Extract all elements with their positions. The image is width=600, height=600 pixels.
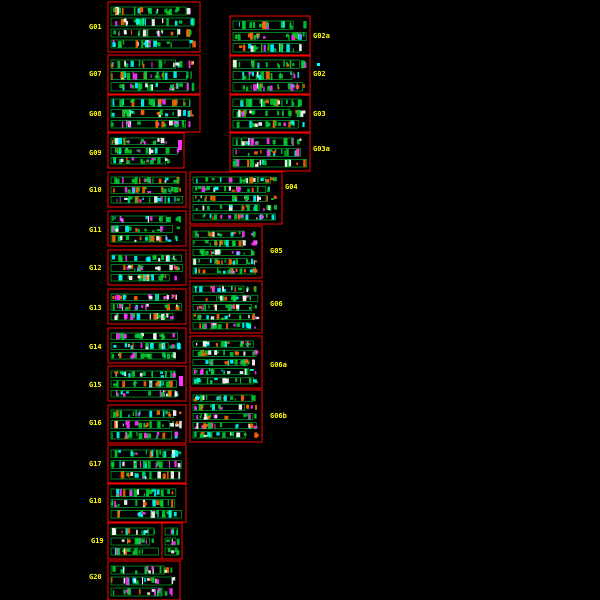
frame-g06b[interactable] <box>189 389 263 443</box>
drawing-g19b <box>164 527 180 556</box>
frame-g19b[interactable] <box>161 522 183 560</box>
frame-g20[interactable] <box>107 560 181 600</box>
drawing-g04 <box>192 176 277 221</box>
drawing-g16 <box>110 409 182 440</box>
frame-g14[interactable] <box>107 327 187 364</box>
sheet-drawings <box>110 6 320 597</box>
cyan-marker <box>317 63 320 66</box>
drawing-g02 <box>232 59 307 92</box>
frame-g08[interactable] <box>107 93 201 133</box>
drawing-g12 <box>110 254 184 282</box>
frame-g07[interactable] <box>107 54 201 96</box>
frame-g05[interactable] <box>189 225 263 279</box>
frame-g18[interactable] <box>107 483 187 523</box>
sheet-label-g06[interactable]: G06 <box>270 300 283 308</box>
drawing-g14 <box>110 332 181 360</box>
drawing-g19 <box>110 527 160 556</box>
drawing-g20 <box>110 565 176 597</box>
frame-g11[interactable] <box>107 210 187 247</box>
sheet-label-g07[interactable]: G07 <box>89 70 102 78</box>
frame-g01[interactable] <box>107 1 201 53</box>
frame-g12[interactable] <box>107 249 187 286</box>
sheet-label-g13[interactable]: G13 <box>89 304 102 312</box>
sheet-label-g14[interactable]: G14 <box>89 343 102 351</box>
drawing-g06b <box>192 394 259 439</box>
frame-g13[interactable] <box>107 288 187 325</box>
sheet-label-g06b[interactable]: G06b <box>270 412 287 420</box>
frame-g15[interactable] <box>107 365 187 402</box>
frame-g09[interactable] <box>107 132 185 169</box>
drawing-g03 <box>232 98 306 129</box>
sheet-label-g20[interactable]: G20 <box>89 573 102 581</box>
sheet-label-g01[interactable]: G01 <box>89 23 102 31</box>
drawing-g10 <box>110 176 184 204</box>
sheet-label-g08[interactable]: G08 <box>89 110 102 118</box>
sheet-label-g05[interactable]: G05 <box>270 247 283 255</box>
drawing-g18 <box>110 488 182 519</box>
frame-g06[interactable] <box>189 280 263 334</box>
sheet-label-g15[interactable]: G15 <box>89 381 102 389</box>
drawing-g03a <box>232 137 308 168</box>
sheet-frames <box>107 1 311 600</box>
sheet-labels: G01 G07 G08 G09 G10 G11 G12 G13 G14 G15 … <box>89 23 330 581</box>
frame-g16[interactable] <box>107 404 187 444</box>
drawing-g05 <box>192 230 258 275</box>
sheet-label-g06a[interactable]: G06a <box>270 361 287 369</box>
frame-g02[interactable] <box>229 54 311 96</box>
drawing-g08 <box>110 98 194 129</box>
drawing-g01 <box>110 6 196 49</box>
sheet-label-g19[interactable]: G19 <box>91 537 104 545</box>
magenta-marker-1 <box>178 140 182 150</box>
drawing-g06a <box>192 340 259 385</box>
magenta-marker-2 <box>179 376 183 386</box>
sheet-label-g03a[interactable]: G03a <box>313 145 330 153</box>
frame-g02a[interactable] <box>229 15 311 57</box>
sheet-label-g18[interactable]: G18 <box>89 497 102 505</box>
sheet-label-g02[interactable]: G02 <box>313 70 326 78</box>
sheet-label-g17[interactable]: G17 <box>89 460 102 468</box>
drawing-g15 <box>110 370 179 398</box>
frame-g03[interactable] <box>229 93 311 133</box>
frame-g10[interactable] <box>107 171 187 208</box>
drawing-g17 <box>110 449 182 480</box>
frame-g06a[interactable] <box>189 335 263 389</box>
sheet-label-g09[interactable]: G09 <box>89 149 102 157</box>
drawing-g11 <box>110 215 181 243</box>
drawing-g02a <box>232 20 307 53</box>
drawing-g07 <box>110 59 195 92</box>
frame-g17[interactable] <box>107 444 187 484</box>
sheet-label-g10[interactable]: G10 <box>89 186 102 194</box>
drawing-g06 <box>192 285 260 330</box>
sheet-label-g04[interactable]: G04 <box>285 183 298 191</box>
sheet-label-g12[interactable]: G12 <box>89 264 102 272</box>
sheet-label-g02a[interactable]: G02a <box>313 32 330 40</box>
drawing-g13 <box>110 293 183 321</box>
frame-g03a[interactable] <box>229 132 311 172</box>
sheet-label-g03[interactable]: G03 <box>313 110 326 118</box>
drawing-g09 <box>110 137 180 165</box>
sheet-label-g11[interactable]: G11 <box>89 226 102 234</box>
sheet-label-g16[interactable]: G16 <box>89 419 102 427</box>
frame-g04[interactable] <box>189 171 283 225</box>
